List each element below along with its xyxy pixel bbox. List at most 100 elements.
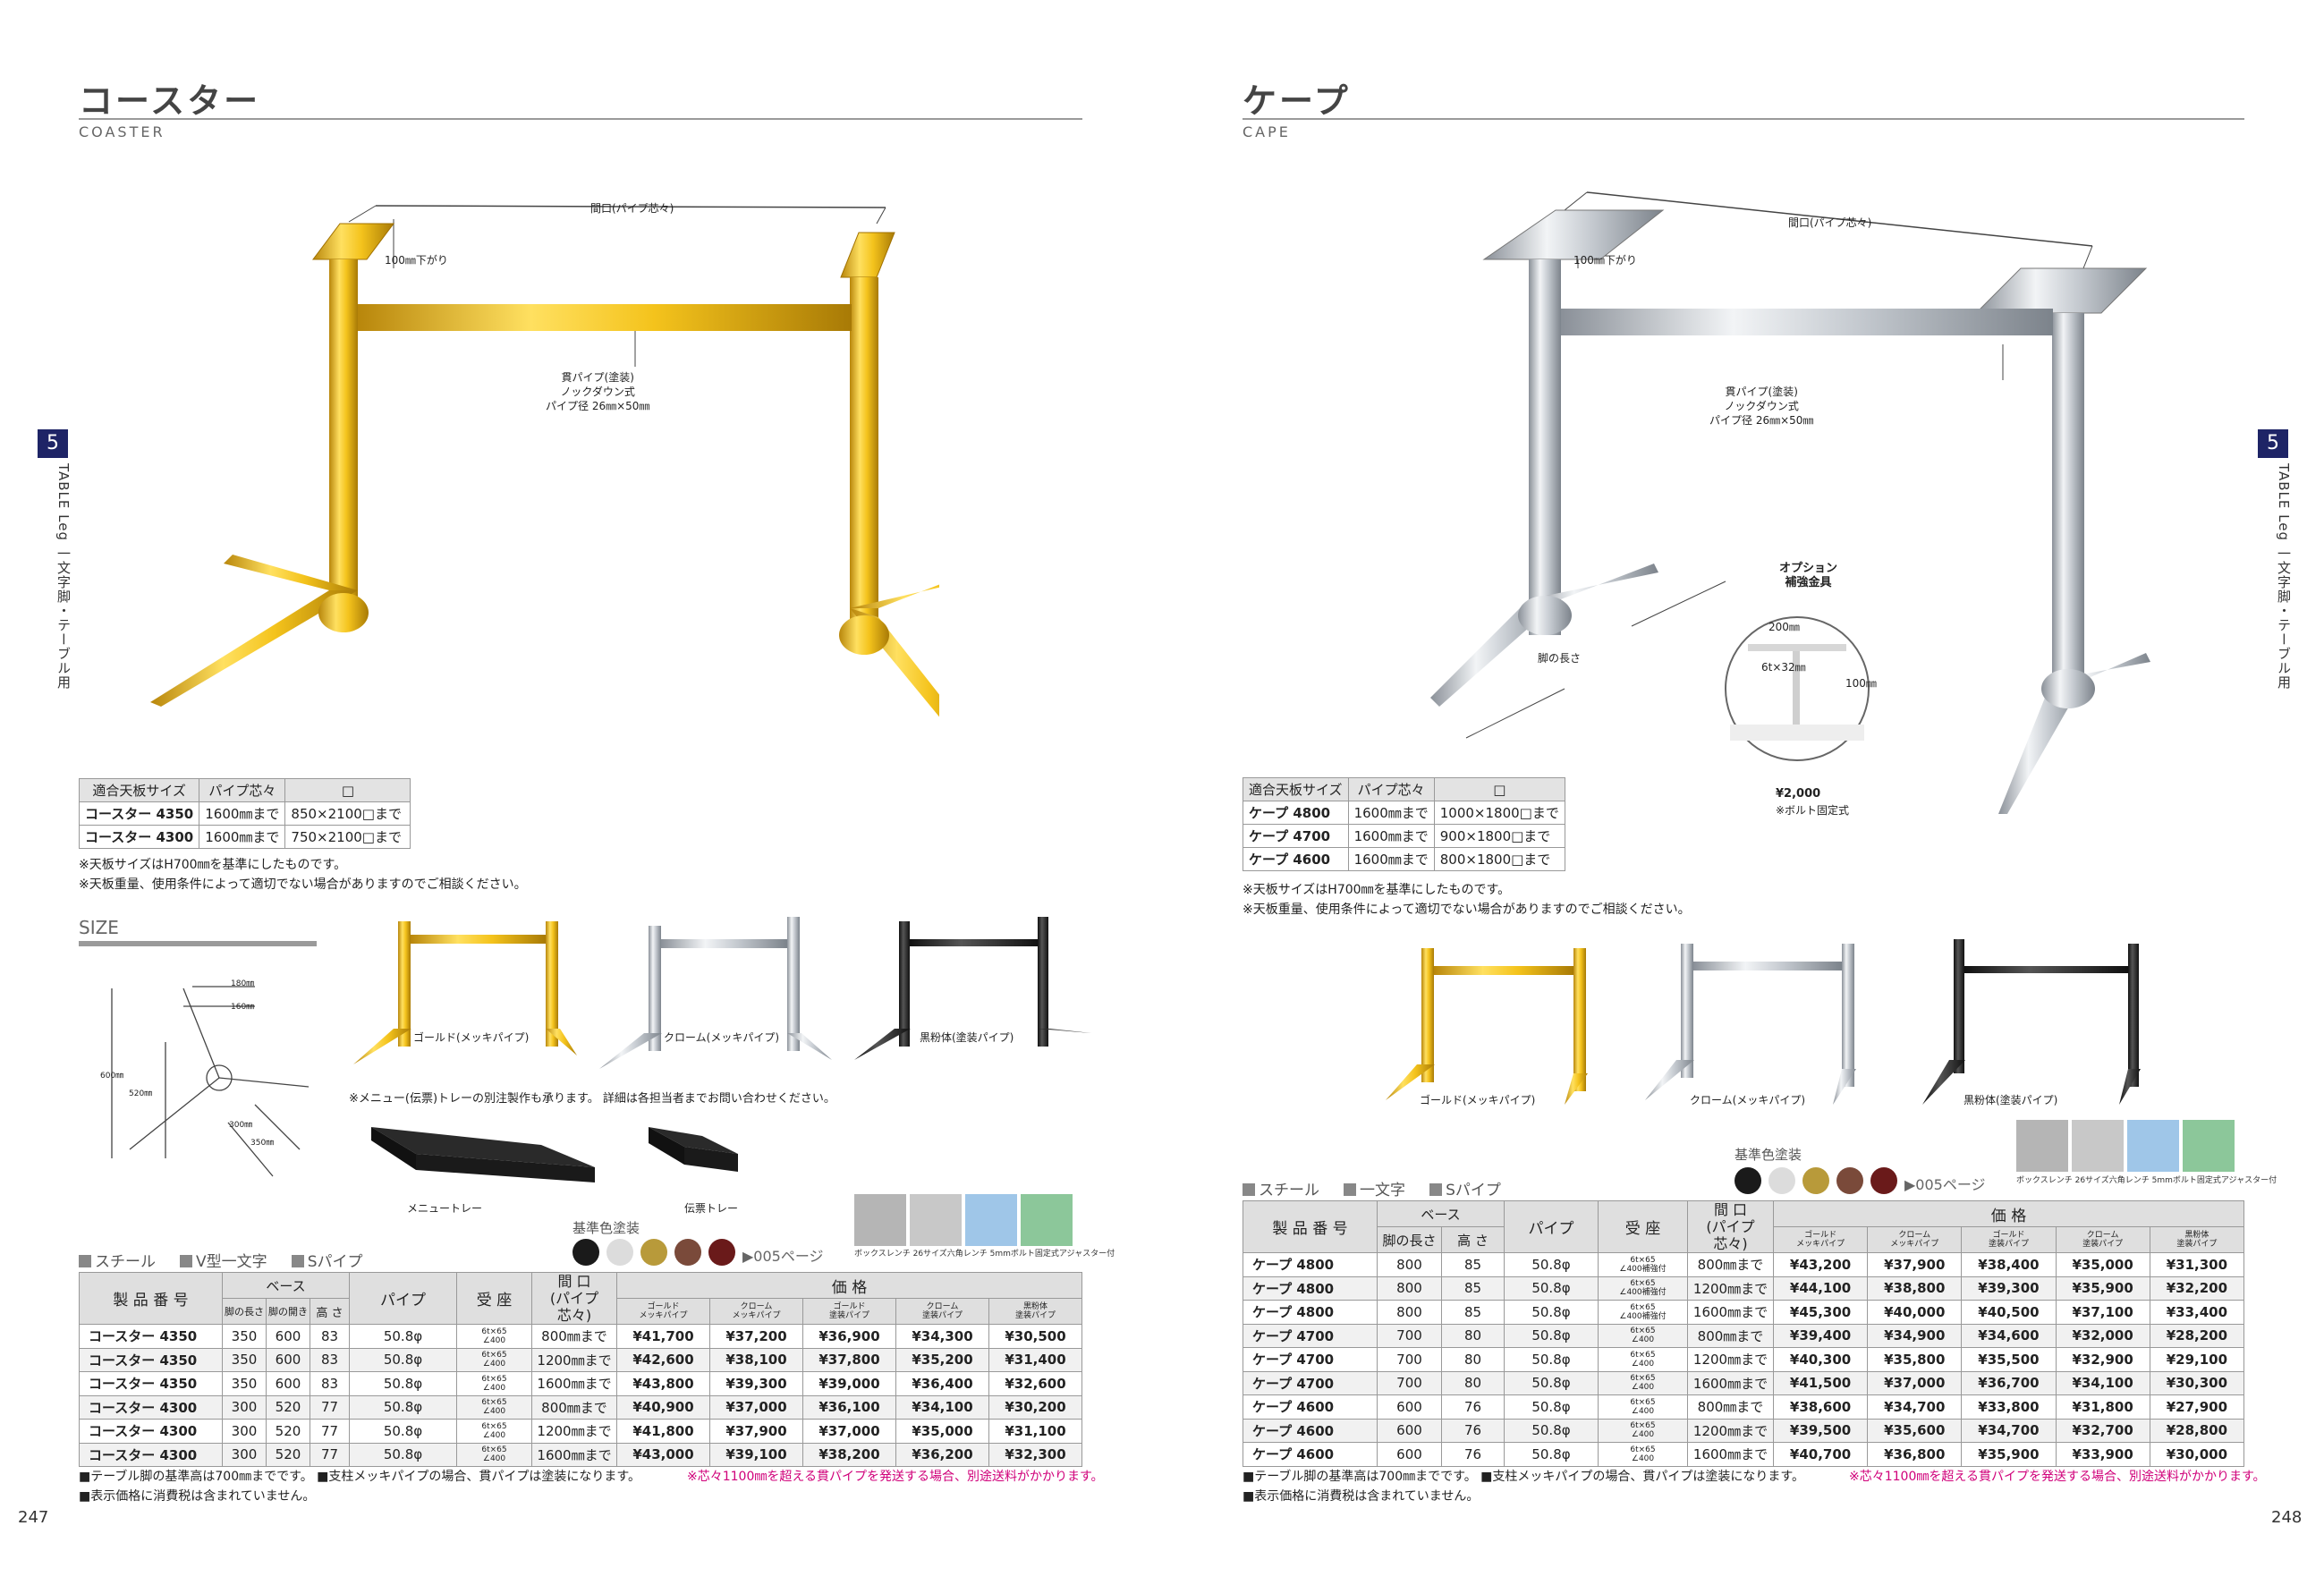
spec-cell: 6t×65 ∠400補強付	[1598, 1276, 1688, 1301]
product-number-cell: コースター 4350	[79, 1347, 223, 1372]
price-cell: ¥34,100	[895, 1394, 989, 1420]
color-variants-illustration	[1386, 939, 2141, 1105]
price-cell: ¥37,200	[709, 1324, 803, 1349]
size-heading: SIZE	[79, 917, 119, 938]
spec-cell: 83	[310, 1347, 350, 1372]
diagram-drop-label: 100㎜下がり	[385, 254, 448, 267]
color-chrome-label: クローム(メッキパイプ)	[1690, 1094, 1806, 1106]
product-number-cell: ケープ 4800	[1243, 1300, 1378, 1325]
fit-notes: ※天板サイズはH700㎜を基準にしたものです。 ※天板重量、使用条件によって適切…	[1243, 883, 1691, 917]
spec-cell: 50.8φ	[349, 1442, 457, 1467]
spec-cell: 50.8φ	[1504, 1347, 1599, 1372]
spec-line: スチール 一文字 Sパイプ	[1243, 1177, 1501, 1199]
box-wrench-icon	[2016, 1120, 2068, 1172]
spec-cell: 600	[266, 1371, 310, 1396]
tray-note: ※メニュー(伝票)トレーの別注製作も承ります。 詳細は各担当者までお問い合わせく…	[349, 1092, 835, 1106]
price-cell: ¥40,700	[1772, 1442, 1869, 1467]
price-cell: ¥33,900	[2055, 1442, 2150, 1467]
price-cell: ¥40,500	[1961, 1300, 2057, 1325]
square-icon	[1243, 1183, 1255, 1196]
shipping-note: ※芯々1100㎜を超える貫パイプを発送する場合、別途送料がかかります。	[1849, 1470, 2266, 1484]
spec-cell: 85	[1441, 1300, 1505, 1325]
option-price: ¥2,000	[1776, 787, 1821, 801]
page-subtitle: CAPE	[1243, 123, 1291, 140]
price-cell: ¥41,800	[616, 1419, 710, 1444]
color-gold-label: ゴールド(メッキパイプ)	[413, 1031, 530, 1044]
spec-cell: 1600㎜まで	[1687, 1370, 1774, 1395]
square-icon	[1429, 1183, 1443, 1196]
price-cell: ¥41,500	[1772, 1370, 1869, 1395]
chapter-tab: 5	[38, 429, 68, 458]
spec-cell: 600	[266, 1324, 310, 1349]
swatch-white	[1768, 1167, 1795, 1194]
spec-cell: 800	[1377, 1300, 1442, 1325]
spec-cell: 6t×65 ∠400	[456, 1419, 532, 1444]
price-cell: ¥37,000	[802, 1419, 896, 1444]
spec-cell: 1200㎜まで	[1687, 1276, 1774, 1301]
spec-cell: 800	[1377, 1252, 1442, 1277]
swatch-label: 基準色塗装	[1735, 1147, 1802, 1163]
swatch-ref-link[interactable]: ▶005ページ	[742, 1248, 824, 1265]
price-cell: ¥36,800	[1867, 1442, 1963, 1467]
hex-wrench-icon	[910, 1194, 962, 1246]
spec-line: スチール V型一文字 Sパイプ	[79, 1249, 363, 1271]
spec-cell: 76	[1441, 1442, 1505, 1467]
product-number-cell: ケープ 4600	[1243, 1442, 1378, 1467]
price-cell: ¥43,200	[1772, 1252, 1869, 1277]
price-table: 製 品 番 号 ベース パイプ 受 座 間 口 (パイプ芯々) 価 格 脚の長さ…	[79, 1272, 1082, 1467]
trays-illustration	[371, 1127, 738, 1182]
price-cell: ¥35,900	[1961, 1442, 2057, 1467]
price-cell: ¥29,100	[2149, 1347, 2245, 1372]
spec-cell: 77	[310, 1394, 350, 1420]
price-cell: ¥35,000	[895, 1419, 989, 1444]
spec-cell: 76	[1441, 1394, 1505, 1420]
size-diagram	[111, 986, 310, 1177]
swatch-gold	[640, 1239, 667, 1266]
product-number-cell: コースター 4300	[79, 1442, 223, 1467]
swatch-ref-link[interactable]: ▶005ページ	[1904, 1176, 1986, 1193]
tool-icons	[854, 1194, 1073, 1246]
price-cell: ¥36,100	[802, 1394, 896, 1420]
spec-cell: 520	[266, 1419, 310, 1444]
price-cell: ¥36,900	[802, 1324, 896, 1349]
swatch-maroon	[708, 1239, 735, 1266]
spec-cell: 1200㎜まで	[1687, 1418, 1774, 1443]
chapter-label: TABLE Leg 一文字脚・テーブル用	[2276, 463, 2292, 690]
spec-cell: 50.8φ	[349, 1347, 457, 1372]
price-cell: ¥31,300	[2149, 1252, 2245, 1277]
chapter-tab: 5	[2258, 429, 2288, 458]
color-black-label: 黒粉体(塗装パイプ)	[1964, 1094, 2058, 1106]
price-cell: ¥32,900	[2055, 1347, 2150, 1372]
spec-cell: 600	[266, 1347, 310, 1372]
price-cell: ¥27,900	[2149, 1394, 2245, 1420]
price-cell: ¥44,100	[1772, 1276, 1869, 1301]
spec-cell: 350	[222, 1371, 267, 1396]
spec-cell: 520	[266, 1394, 310, 1420]
diagram-pipe-label: 貫パイプ(塗装) ノックダウン式 パイプ径 26㎜×50㎜	[1709, 386, 1814, 427]
diagram-pipe-label: 貫パイプ(塗装) ノックダウン式 パイプ径 26㎜×50㎜	[546, 371, 650, 412]
spec-cell: 50.8φ	[1504, 1276, 1599, 1301]
price-cell: ¥35,900	[2055, 1276, 2150, 1301]
spec-cell: 50.8φ	[1504, 1394, 1599, 1420]
diagram-drop-label: 100㎜下がり	[1573, 254, 1637, 267]
price-table: 製 品 番 号 ベース パイプ 受 座 間 口 (パイプ芯々) 価 格 脚の長さ…	[1243, 1200, 2245, 1467]
page-number: 247	[18, 1508, 49, 1527]
price-cell: ¥38,100	[709, 1347, 803, 1372]
leg-length-label: 脚の長さ	[1538, 652, 1582, 665]
spec-cell: 300	[222, 1442, 267, 1467]
square-icon	[291, 1255, 304, 1267]
adjuster-icon	[1021, 1194, 1073, 1246]
square-icon	[79, 1255, 91, 1267]
price-cell: ¥34,600	[1961, 1323, 2057, 1348]
price-cell: ¥42,600	[616, 1347, 710, 1372]
price-cell: ¥40,000	[1867, 1300, 1963, 1325]
price-cell: ¥32,200	[2149, 1276, 2245, 1301]
price-cell: ¥38,800	[1867, 1276, 1963, 1301]
spec-cell: 83	[310, 1324, 350, 1349]
spec-cell: 800㎜まで	[1687, 1252, 1774, 1277]
price-cell: ¥45,300	[1772, 1300, 1869, 1325]
